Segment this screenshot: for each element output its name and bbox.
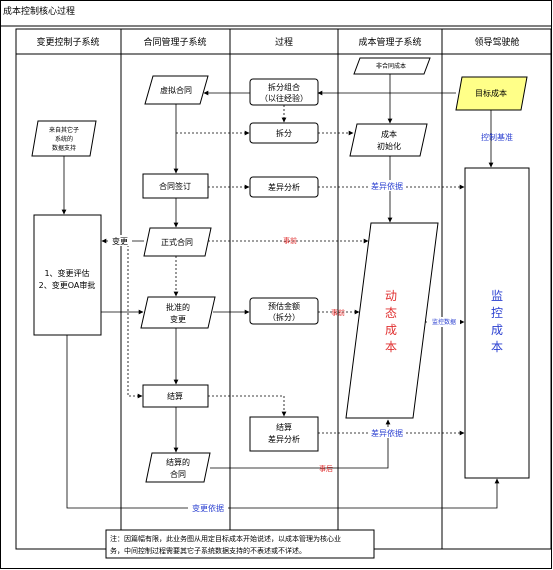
diff-analysis-label: 差异分析 [268,182,300,192]
change-eval-label-1: 1、变更评估 [44,268,89,278]
change-edge-label: 变更 [112,236,128,246]
other-system-label-1: 来自其它子 [49,126,79,134]
diff-basis-2-label: 差异依据 [371,428,403,438]
control-baseline-label: 控制基准 [481,132,513,142]
settled-contract-label-2: 合同 [170,469,186,479]
non-contract-cost-node [353,57,431,75]
non-contract-cost-label: 非合同成本 [376,62,406,70]
change-label-bg [108,235,132,246]
diff-basis-2-bg [368,427,406,438]
split-combine-label-1: 拆分组合 [268,82,300,92]
settlement-diff-label-1: 结算 [276,422,292,432]
dynamic-cost-node [345,222,439,419]
note-box [105,529,375,559]
change-eval-label-2: 2、变更OA审批 [39,280,96,290]
lane-header-leader: 领导驾驶舱 [474,36,519,48]
split-combine-label-2: （以往经验） [260,93,308,103]
draft-contract-node [144,75,209,105]
change-evaluation-node [33,214,102,336]
lane-header-contract: 合同管理子系统 [143,36,206,48]
reduce-2-label: 事前 [331,308,345,317]
cost-init-node [349,123,428,157]
monitor-cost-node [464,167,530,479]
approved-change-node [140,296,216,329]
settled-contract-label-1: 结算的 [166,457,190,467]
diff-basis-1-label: 差异依据 [371,181,403,191]
edge-settlement-to-diff [208,395,287,417]
draft-contract-label: 虚拟合同 [160,85,192,95]
approved-change-label-1: 批准的 [166,302,190,312]
settlement-label: 结算 [167,391,183,401]
settlement-diff-node [249,416,319,452]
settled-contract-node [145,452,211,483]
lane-header-process: 过程 [275,36,293,48]
reduce-1-label: 事前 [283,236,297,245]
lane-header-change: 变更控制子系统 [36,36,99,48]
lane-header-cost: 成本管理子系统 [358,36,421,48]
change-basis-label: 变更依据 [192,503,224,513]
dynamic-cost-char-2: 态 [385,306,397,320]
monitor-cost-char-2: 控 [491,306,503,320]
cost-init-label-1: 成本 [381,129,397,139]
other-system-label-3: 数据支持 [52,144,76,152]
contract-sign-node [142,173,209,199]
target-cost-label: 目标成本 [475,88,507,98]
budget-amount-label-1: 预估金额 [268,301,300,311]
dynamic-cost-char-1: 动 [385,289,397,303]
monitor-cost-char-4: 本 [491,340,503,354]
approved-change-label-2: 变更 [170,314,186,324]
budget-amount-label-2: （拆分） [268,312,300,322]
diagram-title: 成本控制核心过程 [3,5,75,17]
monitor-cost-char-1: 监 [491,289,503,303]
dynamic-cost-char-4: 本 [385,340,397,354]
split-label: 拆分 [276,128,292,138]
edge-formal-left-to-settlement [127,241,143,399]
monitor-cost-char-3: 成 [491,323,503,337]
budget-amount-node [249,297,319,325]
edge-change-basis [66,335,500,509]
other-system-data-node [31,120,97,157]
formal-contract-node [143,227,212,257]
cost-init-label-2: 初始化 [377,141,401,151]
settlement-diff-label-2: 差异分析 [268,434,300,444]
note-line-1: 注：因篇幅有限，此业务图从用定目标成本开始说述，以成本管理为核心业 [110,534,341,543]
note-line-2: 务，中间控制过程需要其它子系统数据支持的不表述或不详述。 [110,546,306,555]
contract-sign-label: 合同签订 [159,181,191,191]
target-cost-node [455,76,528,111]
change-basis-bg [188,502,228,513]
formal-contract-label: 正式合同 [161,237,193,247]
monitor-data-bg [428,317,460,327]
other-system-label-2: 系统的 [55,135,73,143]
dynamic-cost-char-3: 成 [385,323,397,337]
monitor-data-label: 监控数据 [432,318,456,326]
reduce-3-label: 事后 [319,464,333,473]
diff-basis-1-bg [368,180,406,191]
